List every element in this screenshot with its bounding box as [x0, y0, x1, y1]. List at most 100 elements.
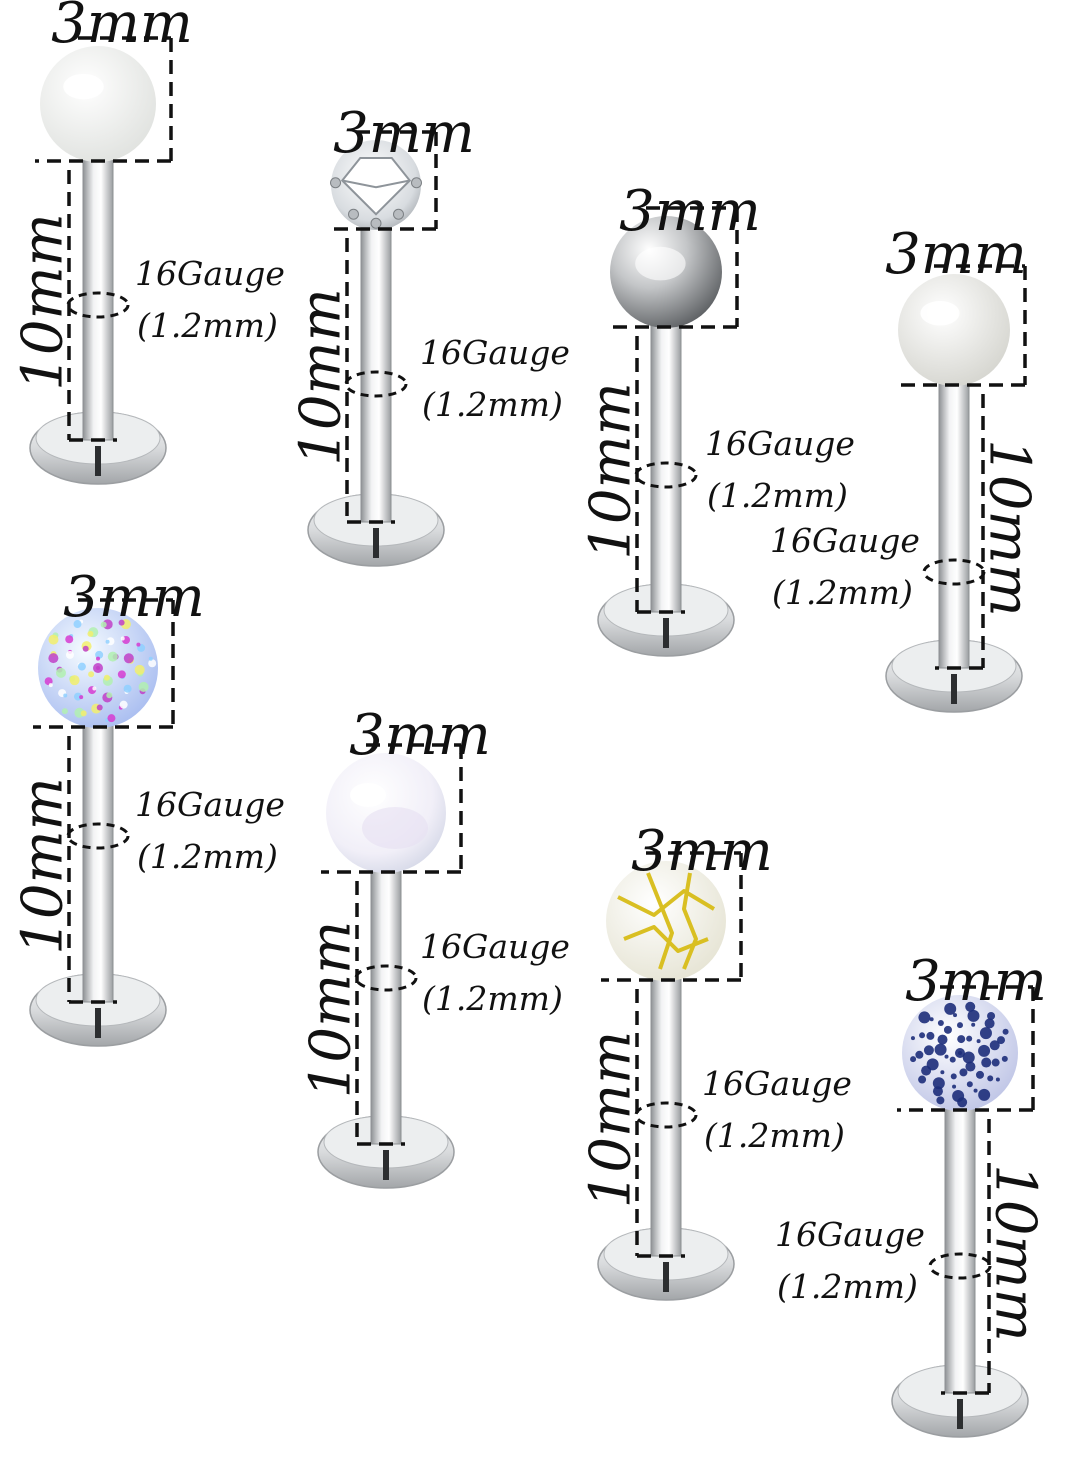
- ball-speckle: [937, 1020, 944, 1027]
- gauge-label: 16Gauge: [420, 927, 570, 966]
- ball-speckle: [107, 651, 118, 662]
- ball-speckle: [117, 670, 126, 679]
- ball-speckle: [953, 1013, 958, 1018]
- post-length-label: 10mm: [299, 921, 364, 1098]
- ball-speckle: [965, 1061, 976, 1072]
- gem-facet: [340, 157, 412, 216]
- disc-screw: [957, 1399, 963, 1429]
- ball-speckle: [984, 1018, 995, 1029]
- post-length-label: 10mm: [977, 439, 1042, 616]
- ball-speckle: [107, 714, 116, 723]
- ball-highlight: [920, 300, 960, 326]
- post-length-label: 10mm: [289, 288, 354, 465]
- ball-size-label: 3mm: [63, 565, 205, 630]
- ball-speckle: [77, 662, 86, 671]
- ball-speckle: [978, 1044, 991, 1057]
- labret-post: [370, 870, 402, 1145]
- ball-size-label: 3mm: [349, 703, 491, 768]
- gauge-label: 16Gauge: [770, 521, 920, 560]
- ball-speckle: [955, 1048, 965, 1058]
- ball-speckle: [932, 1077, 945, 1090]
- ball-speckle: [919, 1032, 926, 1039]
- ball-speckle: [932, 1086, 943, 1097]
- ball-speckle: [971, 1022, 976, 1027]
- labret-post: [650, 978, 682, 1257]
- ball-speckle: [910, 1056, 917, 1063]
- ball-speckle: [944, 1054, 949, 1059]
- ball-speckle: [991, 1058, 1000, 1067]
- labret-post: [360, 227, 392, 523]
- gauge-ring: [344, 370, 408, 398]
- ball-speckle: [65, 650, 74, 659]
- ball-speckle: [944, 1002, 957, 1015]
- gem-prong: [348, 208, 359, 220]
- disc-screw: [373, 528, 379, 558]
- ball-speckle: [148, 656, 153, 661]
- ball-speckle: [123, 653, 134, 664]
- gauge-ring: [66, 822, 130, 850]
- ball-speckle: [80, 710, 87, 717]
- ball-speckle: [1002, 1028, 1009, 1035]
- ball-speckle: [915, 1050, 924, 1059]
- ball-speckle: [959, 1068, 968, 1077]
- labret-post: [938, 383, 970, 669]
- ball-speckle: [957, 1097, 968, 1108]
- post-length-label: 10mm: [579, 382, 644, 559]
- labret-post: [650, 325, 682, 613]
- disc-screw: [951, 674, 957, 704]
- ball-speckle: [918, 1075, 927, 1084]
- gauge-label: 16Gauge: [705, 424, 855, 463]
- ball-speckle: [82, 645, 89, 652]
- ball-crackle: [682, 872, 698, 970]
- ball-speckle: [966, 1035, 973, 1042]
- ball-speckle: [136, 642, 141, 647]
- ball-speckle: [921, 1065, 932, 1076]
- ball-size-label: 3mm: [631, 819, 773, 884]
- disc-screw: [95, 446, 101, 476]
- ball-speckle: [48, 634, 59, 645]
- ball-speckle: [123, 684, 132, 693]
- ball-speckle: [134, 664, 145, 675]
- gauge-label: 16Gauge: [775, 1215, 925, 1254]
- gauge-label: 16Gauge: [420, 333, 570, 372]
- ball-speckle: [989, 1040, 1000, 1051]
- gem-prong: [411, 177, 422, 189]
- ball-speckle: [87, 630, 94, 637]
- ball-speckle: [118, 619, 125, 626]
- ball-speckle: [96, 656, 100, 661]
- ball-speckle: [61, 708, 68, 715]
- ball-speckle: [106, 692, 113, 699]
- ball-speckle: [943, 1025, 952, 1034]
- ball-speckle: [957, 1035, 966, 1044]
- ball-speckle: [48, 683, 53, 688]
- ball-speckle: [965, 1001, 976, 1012]
- ball-speckle: [934, 1043, 947, 1056]
- gauge-ring: [634, 1101, 698, 1129]
- ball-crackle: [646, 872, 674, 970]
- ball-speckle: [979, 1027, 992, 1040]
- ball-speckle: [119, 700, 128, 709]
- ball-speckle: [92, 686, 97, 691]
- diameter-label: (1.2mm): [704, 1116, 845, 1155]
- ball-speckle: [63, 693, 68, 698]
- post-length-label: 10mm: [11, 777, 76, 954]
- gem-prong: [393, 208, 404, 220]
- ball-speckle: [981, 1057, 992, 1068]
- gem-prong: [370, 217, 382, 229]
- ball-speckle: [950, 1073, 957, 1080]
- ball-speckle: [918, 1011, 931, 1024]
- ball-speckle: [100, 621, 107, 628]
- ball-highlight: [63, 73, 104, 100]
- ball-speckle: [88, 671, 95, 678]
- pearl-ball: [898, 274, 1010, 386]
- post-length-label: 10mm: [983, 1164, 1048, 1341]
- ball-size-label: 3mm: [905, 949, 1047, 1014]
- diameter-label: (1.2mm): [707, 476, 848, 515]
- disc-screw: [663, 618, 669, 648]
- diameter-label: (1.2mm): [137, 837, 278, 876]
